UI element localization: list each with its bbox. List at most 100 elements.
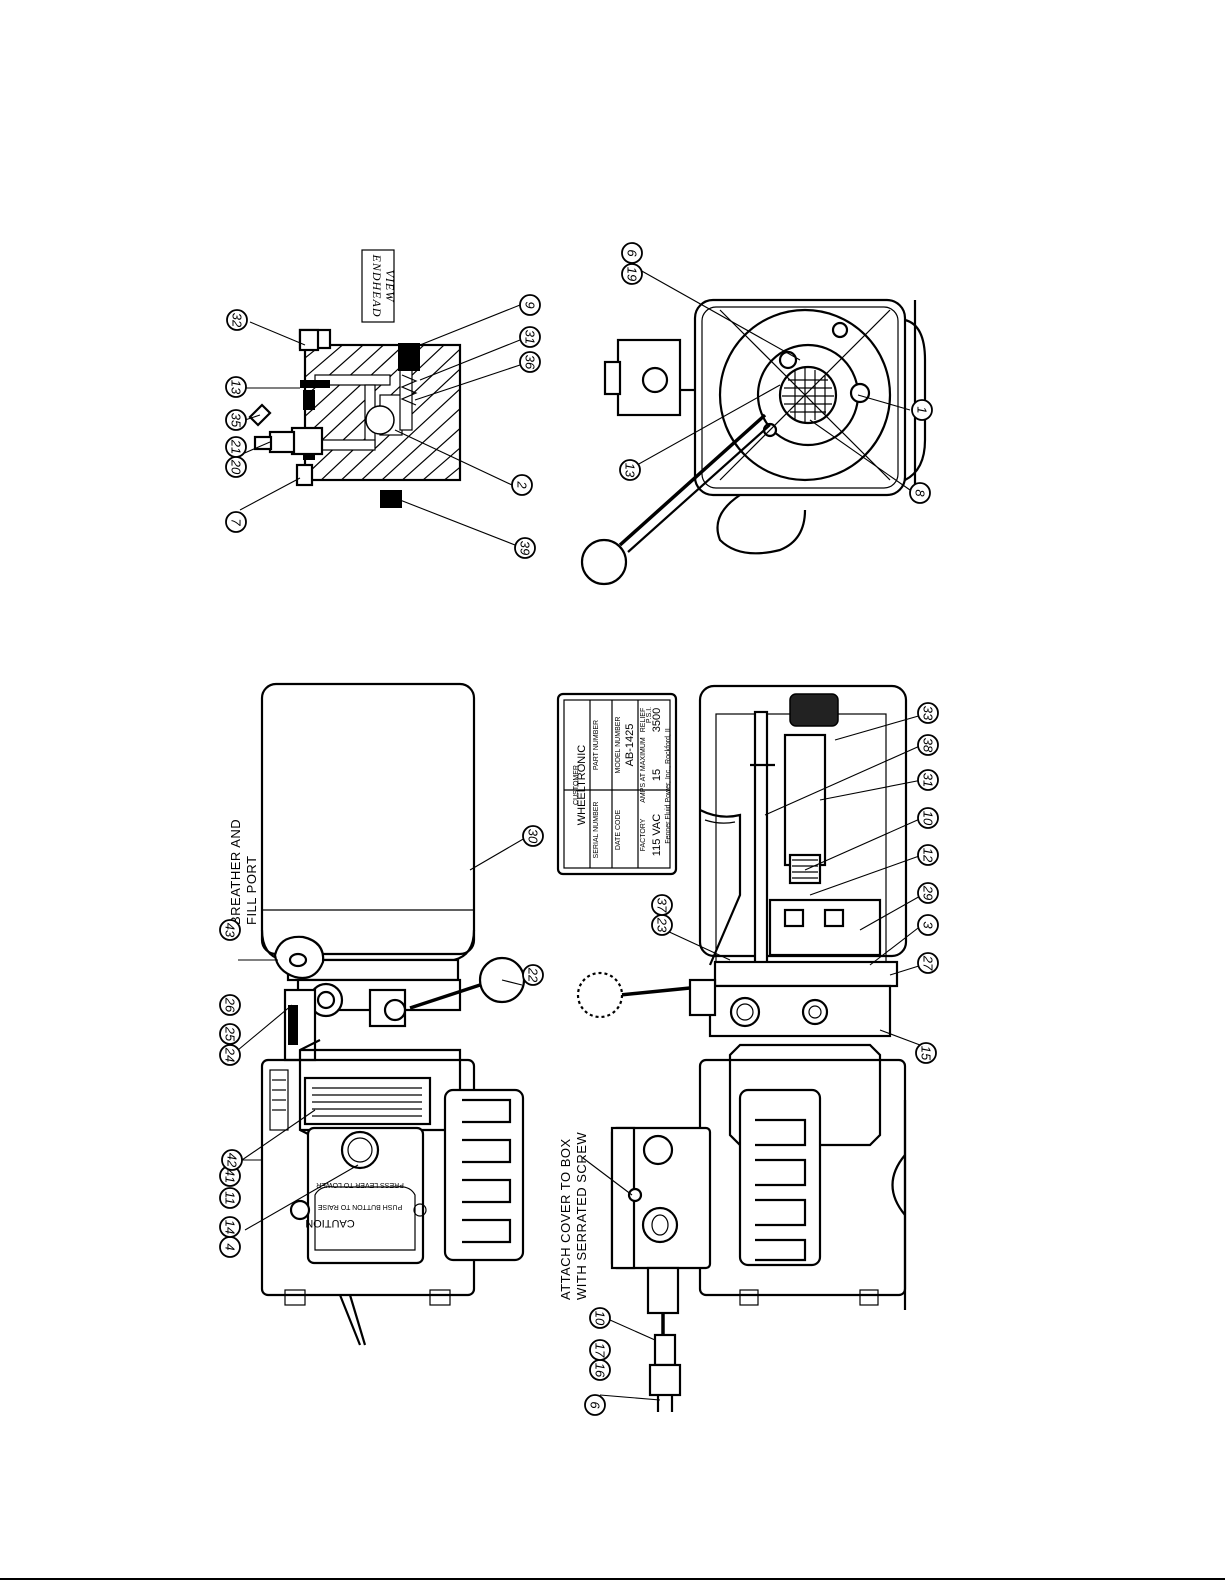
svg-text:37: 37 xyxy=(655,898,670,913)
callouts: 32 13 35 21 20 7 9 31 36 2 39 6 19 13 8 … xyxy=(219,242,939,1416)
callout-25: 25 xyxy=(219,1023,241,1045)
svg-text:38: 38 xyxy=(921,738,936,753)
callout-9: 9 xyxy=(519,294,541,316)
callout-7: 7 xyxy=(225,511,247,533)
callout-27: 27 xyxy=(917,952,939,974)
callout-35: 35 xyxy=(225,409,247,431)
callout-1: 1 xyxy=(911,399,933,421)
svg-text:10: 10 xyxy=(921,811,936,826)
nameplate-psi-label: P.S.I. xyxy=(646,707,653,723)
svg-text:43: 43 xyxy=(223,923,238,938)
svg-text:8: 8 xyxy=(913,489,928,497)
endhead-label-line2: VIEW xyxy=(383,270,397,303)
svg-text:32: 32 xyxy=(230,313,245,328)
svg-text:29: 29 xyxy=(921,885,936,900)
svg-text:23: 23 xyxy=(655,917,670,933)
svg-text:42: 42 xyxy=(225,1153,240,1168)
callout-15: 15 xyxy=(915,1042,937,1064)
pump-side-view xyxy=(576,684,908,1412)
callout-30: 30 xyxy=(522,825,544,847)
svg-text:31: 31 xyxy=(921,773,936,787)
switch-box xyxy=(306,1126,425,1265)
breather-label-line2: FILL PORT xyxy=(244,855,259,925)
callout-41: 41 xyxy=(219,1165,241,1187)
svg-text:4: 4 xyxy=(223,1243,238,1250)
endhead-label-box xyxy=(361,249,395,323)
caution-line1: PRESS LEVER TO LOWER xyxy=(316,1181,404,1188)
callout-26: 26 xyxy=(219,994,241,1016)
nameplate-voltage-value: 115 VAC xyxy=(651,814,663,856)
leader-lines xyxy=(237,269,923,1401)
svg-text:41: 41 xyxy=(223,1169,238,1183)
callout-17: 17 xyxy=(589,1339,611,1361)
svg-text:9: 9 xyxy=(523,301,538,308)
callout-11: 11 xyxy=(219,1187,241,1209)
endhead-label-line1: ENDHEAD xyxy=(370,254,384,318)
callout-3: 3 xyxy=(917,914,939,936)
nameplate-factory-label: FACTORY xyxy=(640,818,647,851)
callout-21: 21 xyxy=(225,436,247,458)
svg-text:14: 14 xyxy=(223,1220,238,1234)
svg-text:15: 15 xyxy=(919,1046,934,1061)
svg-text:22: 22 xyxy=(526,967,541,983)
svg-text:19: 19 xyxy=(625,267,640,281)
reservoir-outline xyxy=(693,298,907,497)
callout-16: 16 xyxy=(589,1359,611,1381)
callout-2: 2 xyxy=(511,474,533,496)
nameplate-part-label: PART NUMBER xyxy=(593,720,600,770)
caution-title: CAUTION xyxy=(305,1217,355,1229)
nameplate-model-value: AB-1425 xyxy=(624,724,636,767)
svg-text:26: 26 xyxy=(223,997,238,1013)
callout-29: 29 xyxy=(917,882,939,904)
pump-top-view: CAUTION PRESS LEVER TO LOWER PUSH BUTTON… xyxy=(260,682,526,1346)
nameplate: CUSTOMER WHEELTRONIC SERIAL NUMBER PART … xyxy=(556,692,678,876)
callout-13: 13 xyxy=(225,376,247,398)
nameplate-relief-label: RELIEF xyxy=(640,708,647,733)
callout-39: 39 xyxy=(514,537,536,559)
nameplate-amps-label: AMPS AT MAXIMUM xyxy=(640,737,647,803)
caution-line2: PUSH BUTTON TO RAISE xyxy=(317,1203,402,1210)
callout-12: 12 xyxy=(917,844,939,866)
callout-43: 43 xyxy=(219,919,241,941)
callout-24: 24 xyxy=(219,1044,241,1066)
svg-text:6: 6 xyxy=(588,1401,603,1409)
svg-text:17: 17 xyxy=(593,1343,608,1358)
callout-38: 38 xyxy=(917,734,939,756)
svg-text:11: 11 xyxy=(223,1191,238,1205)
svg-text:16: 16 xyxy=(593,1363,608,1378)
svg-text:7: 7 xyxy=(229,518,244,526)
svg-text:3: 3 xyxy=(921,921,936,929)
svg-text:25: 25 xyxy=(223,1026,238,1042)
callout-33: 33 xyxy=(917,702,939,724)
svg-text:24: 24 xyxy=(223,1047,238,1062)
nameplate-relief-value: 3500 xyxy=(651,708,663,732)
callout-8: 8 xyxy=(909,482,931,504)
callout-6-top: 6 xyxy=(621,242,643,264)
nameplate-maker: Fenner Fluid Power, Inc., Rockford, IL xyxy=(665,726,672,844)
page-bottom-rule xyxy=(0,1578,1225,1580)
svg-text:33: 33 xyxy=(921,706,936,721)
callout-13-end: 13 xyxy=(619,459,641,481)
callout-6-plug: 6 xyxy=(584,1394,606,1416)
callout-10-tube: 10 xyxy=(917,807,939,829)
svg-text:36: 36 xyxy=(523,355,538,370)
endhead-view: ENDHEAD VIEW xyxy=(248,249,462,508)
svg-text:2: 2 xyxy=(515,480,530,489)
callout-4: 4 xyxy=(219,1236,241,1258)
svg-text:10: 10 xyxy=(593,1311,608,1326)
svg-text:31: 31 xyxy=(523,330,538,344)
callout-37: 37 xyxy=(651,894,673,916)
callout-32: 32 xyxy=(226,309,248,331)
callout-20: 20 xyxy=(225,456,247,478)
reservoir-end-view xyxy=(580,298,927,586)
nameplate-model-label: MODEL NUMBER xyxy=(615,717,622,774)
callout-10-cord: 10 xyxy=(589,1307,611,1329)
nameplate-customer-label: CUSTOMER xyxy=(573,765,580,805)
svg-text:35: 35 xyxy=(229,413,244,428)
svg-text:21: 21 xyxy=(229,439,244,454)
svg-text:30: 30 xyxy=(526,829,541,844)
svg-text:12: 12 xyxy=(921,848,936,863)
svg-text:13: 13 xyxy=(229,380,244,395)
